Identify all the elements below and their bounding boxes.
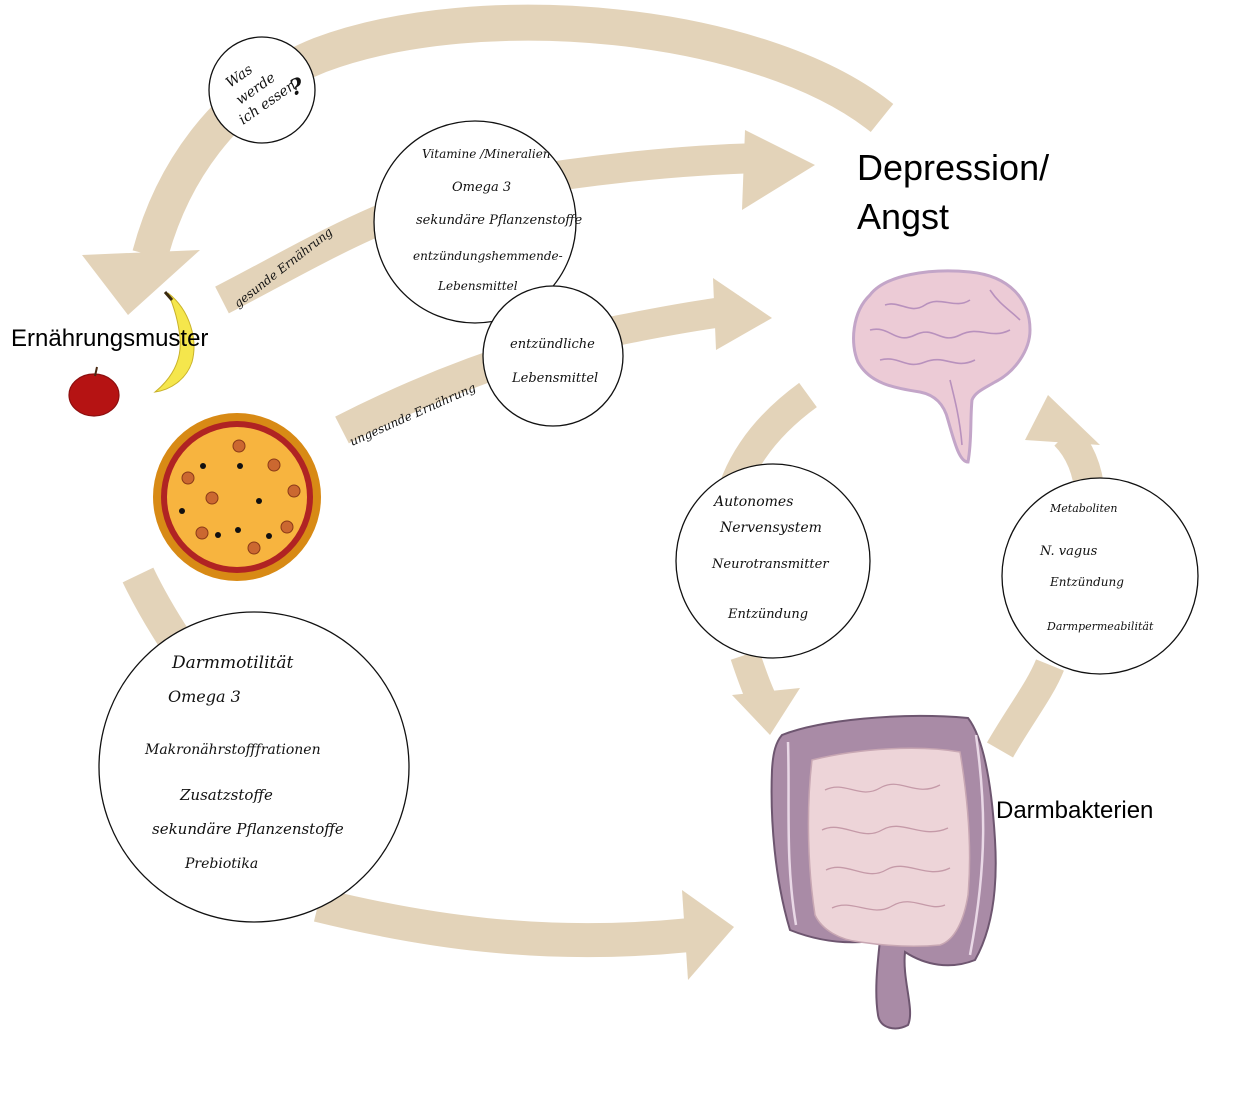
inflammatory-line-2: Lebensmittel bbox=[511, 371, 598, 386]
arrow-depression-to-diet bbox=[132, 4, 894, 260]
nervous-line-1: Autonomes bbox=[712, 494, 793, 510]
healthy-foods-bubble: Vitamine /Mineralien Omega 3 sekundäre P… bbox=[373, 120, 582, 324]
pizza-icon bbox=[153, 413, 321, 581]
nervous-line-3: Neurotransmitter bbox=[711, 557, 829, 572]
nervous-line-4: Entzündung bbox=[727, 607, 808, 622]
arrowhead-brain-right bbox=[1025, 395, 1100, 445]
healthy-line-5: Lebensmittel bbox=[437, 279, 518, 293]
label-depression-line-2: Angst bbox=[857, 196, 949, 237]
nervous-line-2: Nervensystem bbox=[719, 520, 822, 536]
darm-line-6: Prebiotika bbox=[184, 856, 258, 872]
brain-icon bbox=[852, 269, 1032, 464]
healthy-line-2: Omega 3 bbox=[452, 180, 511, 195]
metabolites-line-1: Metaboliten bbox=[1049, 502, 1117, 515]
arrowhead-intestine-bottom bbox=[682, 890, 734, 980]
intestine-icon bbox=[770, 715, 997, 1030]
arrow-darm-to-intestine bbox=[313, 888, 692, 958]
apple-icon bbox=[68, 366, 120, 417]
darm-line-5: sekundäre Pflanzenstoffe bbox=[152, 820, 344, 838]
label-darmbakterien: Darmbakterien bbox=[996, 797, 1153, 824]
healthy-line-1: Vitamine /Mineralien bbox=[422, 147, 551, 161]
arrowhead-brain bbox=[713, 278, 772, 350]
healthy-line-3: sekundäre Pflanzenstoffe bbox=[416, 213, 582, 228]
darm-line-3: Makronährstofffrationen bbox=[144, 742, 321, 758]
metabolites-line-4: Darmpermeabilität bbox=[1046, 620, 1154, 633]
arrowhead-intestine-top bbox=[732, 688, 800, 735]
metabolites-line-3: Entzündung bbox=[1049, 575, 1124, 589]
label-ernaehrungsmuster: Ernährungsmuster bbox=[11, 325, 208, 352]
darm-line-2: Omega 3 bbox=[168, 687, 241, 706]
metabolites-line-2: N. vagus bbox=[1039, 544, 1098, 559]
banana-icon bbox=[153, 291, 195, 393]
darm-line-4: Zusatzstoffe bbox=[179, 786, 273, 804]
metabolites-bubble: Metaboliten N. vagus Entzündung Darmperm… bbox=[1001, 477, 1199, 675]
pizza-olives bbox=[179, 463, 272, 539]
label-gesunde-ernaehrung: gesunde Ernährung bbox=[231, 225, 335, 311]
darm-factors-bubble: Darmmotilität Omega 3 Makronährstofffrat… bbox=[98, 611, 410, 923]
inflammatory-line-1: entzündliche bbox=[510, 337, 595, 352]
healthy-line-4: entzündungshemmende- bbox=[413, 249, 563, 263]
arrowhead-depression bbox=[742, 130, 815, 210]
darm-line-1: Darmmotilität bbox=[171, 653, 293, 673]
label-depression-line-1: Depression/ bbox=[857, 147, 1049, 188]
inflammatory-foods-bubble: entzündliche Lebensmittel bbox=[482, 285, 624, 427]
arrow-pizza-to-darm bbox=[122, 567, 190, 650]
nervous-system-bubble: Autonomes Nervensystem Neurotransmitter … bbox=[675, 463, 871, 659]
question-bubble: Was werde ich essen ? bbox=[208, 36, 316, 144]
arrow-intestine-to-brain bbox=[986, 659, 1064, 758]
pizza-salami bbox=[181, 439, 301, 555]
arrowheads bbox=[82, 130, 1100, 980]
arrowhead-diet bbox=[82, 250, 200, 315]
